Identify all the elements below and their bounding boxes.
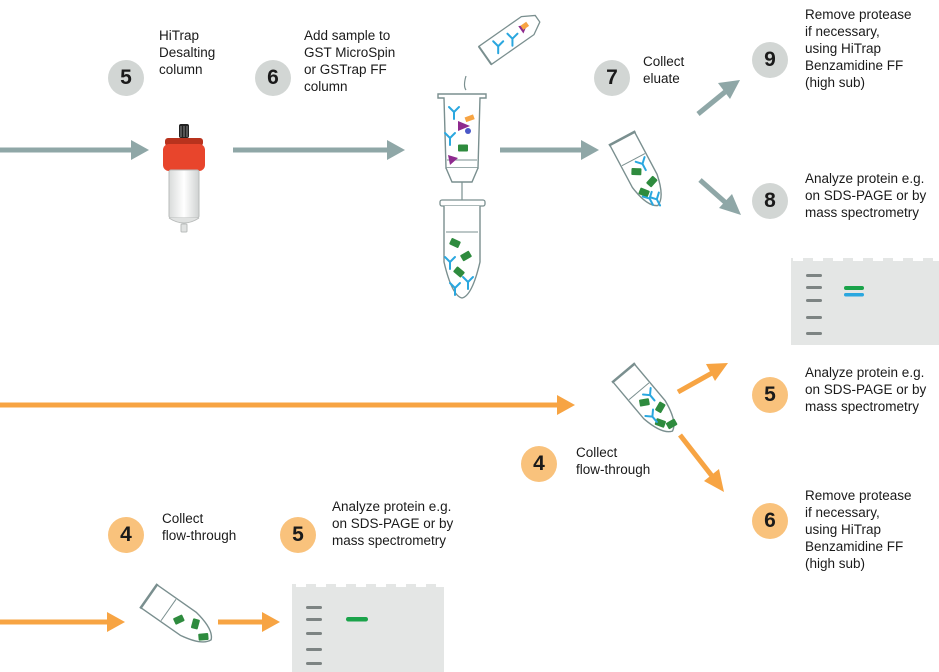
step-circle-4-collect-flowthrough-bottom: 4 [108, 517, 144, 553]
gray-arrow-to-eluate [500, 140, 599, 160]
step-circle-7-collect-eluate: 7 [594, 60, 630, 96]
step-label-collect-flowthrough-bottom: Collect flow-through [162, 511, 237, 543]
step-number: 5 [292, 523, 304, 546]
step-number: 7 [606, 66, 618, 89]
step-circle-5-analyze: 5 [752, 377, 788, 413]
spin-column [437, 14, 541, 299]
orange-arrow-bottom-left [0, 612, 125, 632]
step-number: 6 [267, 66, 279, 89]
orange-arrow-to-step5 [676, 363, 728, 395]
step-circle-9-remove-protease: 9 [752, 42, 788, 78]
gel-plate-lower [292, 581, 444, 672]
step-label-collect-eluate: Collect eluate [643, 54, 685, 86]
desalting-column [163, 124, 205, 233]
step-number: 6 [764, 509, 776, 532]
step-label-remove-protease-mid: Remove protease if necessary, using HiTr… [805, 488, 912, 571]
step-circle-8-analyze: 8 [752, 183, 788, 219]
orange-arrow-long [0, 395, 575, 415]
orange-arrow-bottom-to-gel [218, 612, 280, 632]
flowthrough-tube-mid [611, 362, 678, 433]
step-label-analyze-upper: Analyze protein e.g. on SDS-PAGE or by m… [805, 171, 927, 220]
step-circle-6-remove-protease: 6 [752, 503, 788, 539]
gray-arrow-to-step8 [698, 178, 741, 215]
step-circle-5-analyze-bottom: 5 [280, 517, 316, 553]
gray-arrow-to-step9 [696, 80, 740, 116]
gel-plate-upper [791, 255, 939, 345]
step-number: 8 [764, 189, 776, 212]
step-label-add-sample: Add sample to GST MicroSpin or GSTrap FF… [304, 28, 396, 94]
step-number: 4 [120, 523, 132, 546]
step-circle-6-add-sample: 6 [255, 60, 291, 96]
step-label-analyze-bottom: Analyze protein e.g. on SDS-PAGE or by m… [332, 499, 454, 548]
gray-arrow-input [0, 140, 149, 160]
step-number: 9 [764, 48, 776, 71]
step-label-analyze-mid: Analyze protein e.g. on SDS-PAGE or by m… [805, 365, 927, 414]
step-label-remove-protease-upper: Remove protease if necessary, using HiTr… [805, 7, 912, 90]
step-number: 5 [120, 66, 132, 89]
step-label-collect-flowthrough-mid: Collect flow-through [576, 445, 651, 477]
orange-arrow-to-step6 [678, 433, 724, 492]
step-circle-5-desalting: 5 [108, 60, 144, 96]
step-number: 5 [764, 383, 776, 406]
eluate-tube [608, 130, 666, 209]
step-circle-4-collect-flowthrough: 4 [521, 446, 557, 482]
step-label-desalting: HiTrap Desalting column [159, 28, 216, 77]
step-number: 4 [533, 452, 545, 475]
flowthrough-tube-bottom [139, 583, 213, 643]
gray-arrow-to-spin [233, 140, 405, 160]
